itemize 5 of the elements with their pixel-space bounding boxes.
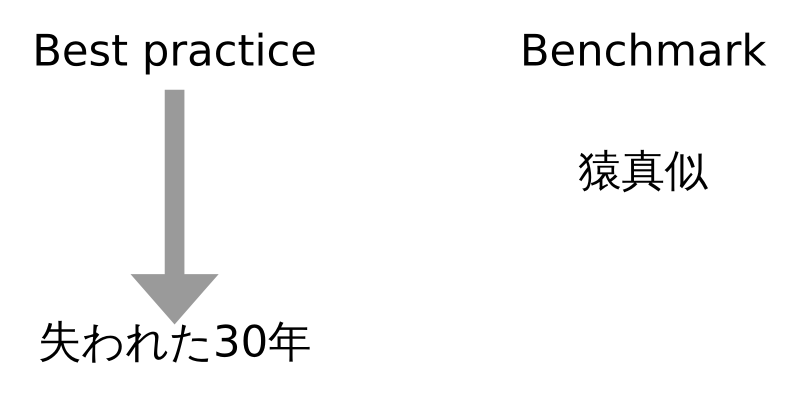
- arrow: [130, 90, 219, 324]
- label: Benchmark: [520, 26, 766, 76]
- node-text: Best practice: [32, 26, 317, 76]
- node-text: 失われた30年: [38, 318, 312, 368]
- label: 猿真似: [578, 146, 708, 196]
